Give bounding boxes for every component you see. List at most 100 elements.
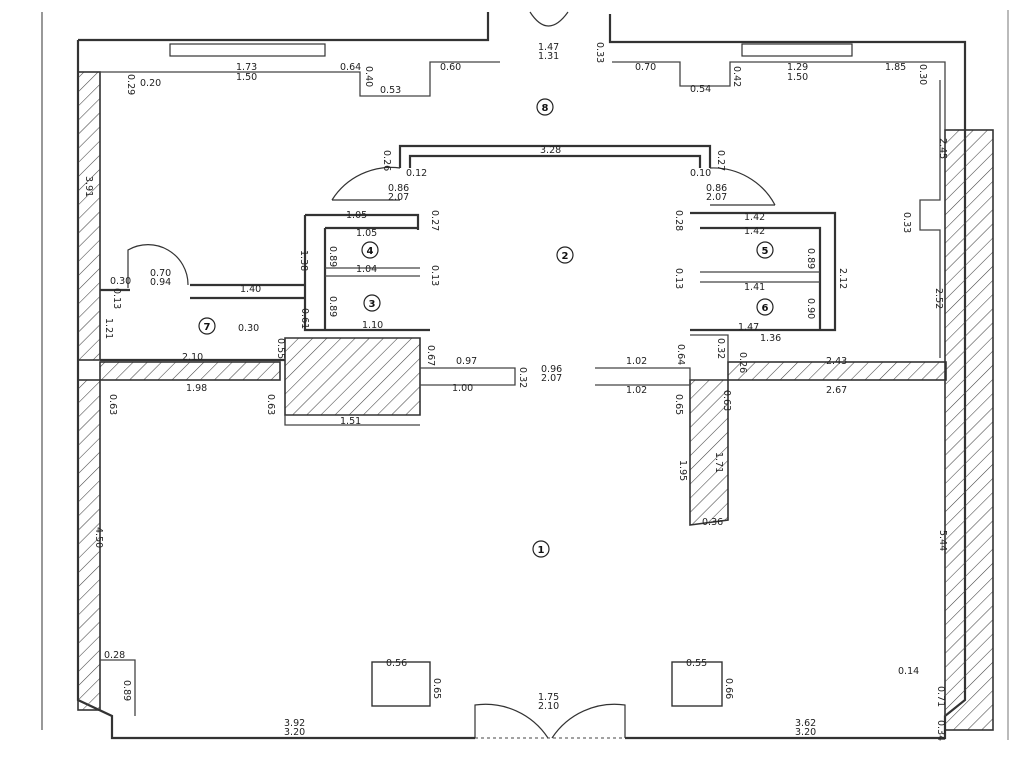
dim-label: 0.53	[380, 85, 401, 96]
dim-label: 2.45	[937, 138, 948, 159]
dim-label: 1.47	[738, 322, 759, 333]
dim-label: 0.14	[898, 666, 919, 677]
dim-label: 4.50	[93, 527, 104, 548]
dim-label: 0.34	[935, 720, 946, 741]
dim-label: 0.90	[805, 298, 816, 319]
column-bottom-right	[671, 661, 723, 707]
dim-label: 1.02	[626, 356, 647, 367]
dim-label: 1.51	[340, 416, 361, 427]
closet-left-outline	[303, 213, 430, 332]
dim-label: 1.73	[236, 62, 257, 73]
room7-walls	[100, 283, 305, 362]
dimension-labels: 1.73 1.50 0.29 0.20 0.64 0.40 0.53 0.60 …	[83, 42, 948, 741]
dim-label: 1.50	[236, 72, 257, 83]
dim-label: 0.60	[440, 62, 461, 73]
dim-label: 3.28	[540, 145, 561, 156]
svg-text:5: 5	[762, 246, 769, 257]
dim-label: 1.00	[452, 383, 473, 394]
window-top-right	[741, 43, 853, 57]
room1-left-wall	[99, 420, 136, 716]
dim-label: 0.54	[690, 84, 711, 95]
hatched-block-center-right	[689, 379, 729, 526]
dim-label: 1.29	[787, 62, 808, 73]
dim-label: 2.43	[826, 356, 847, 367]
hatched-block-center-left	[284, 337, 421, 416]
dim-label: 0.56	[386, 658, 407, 669]
dim-label: 1.02	[626, 385, 647, 396]
dim-label: 0.70	[150, 268, 171, 279]
dim-label: 0.33	[594, 42, 605, 63]
dim-label: 2.67	[826, 385, 847, 396]
dim-label: 0.86	[706, 183, 727, 194]
dim-label: 0.32	[517, 367, 528, 388]
dim-label: 0.55	[275, 338, 286, 359]
dim-label: 0.71	[935, 686, 946, 707]
dim-label: 0.64	[675, 344, 686, 365]
entrance-door-left	[474, 703, 549, 739]
dim-label: 3.62	[795, 718, 816, 729]
dim-label: 0.65	[431, 678, 442, 699]
dim-label: 0.27	[715, 150, 726, 171]
dim-label: 5.44	[937, 530, 948, 551]
svg-text:3: 3	[369, 299, 376, 310]
dim-label: 0.30	[238, 323, 259, 334]
dim-label: 0.20	[140, 78, 161, 89]
dim-label: 0.26	[737, 352, 748, 373]
dim-label: 1.31	[538, 51, 559, 62]
room-label-6: 6	[756, 298, 774, 316]
dim-label: 1.41	[744, 282, 765, 293]
dim-label: 2.12	[837, 268, 848, 289]
room7-door-arc	[127, 244, 189, 288]
dim-label: 0.40	[363, 66, 374, 87]
svg-text:6: 6	[762, 303, 769, 314]
dim-label: 0.89	[805, 248, 816, 269]
svg-text:2: 2	[562, 251, 569, 262]
dim-label: 1.40	[240, 284, 261, 295]
room-label-4: 4	[361, 241, 379, 259]
dim-label: 0.42	[731, 66, 742, 87]
dim-label: 0.10	[690, 168, 711, 179]
dim-label: 0.65	[673, 394, 684, 415]
dim-label: 2.52	[933, 288, 944, 309]
dim-label: 3.20	[284, 727, 305, 738]
svg-text:7: 7	[204, 322, 211, 333]
svg-text:4: 4	[367, 246, 374, 257]
dim-label: 0.66	[723, 678, 734, 699]
dim-label: 1.95	[677, 460, 688, 481]
middle-left-walls	[284, 367, 516, 426]
window-top-left	[169, 43, 326, 57]
dim-label: 0.13	[111, 288, 122, 309]
dim-label: 0.13	[673, 268, 684, 289]
room-label-2: 2	[556, 246, 574, 264]
hatched-wall-middle-right	[727, 361, 947, 381]
hatched-wall-left-upper	[77, 71, 101, 361]
dim-label: 0.64	[340, 62, 361, 73]
dim-label: 0.32	[715, 338, 726, 359]
dim-label: 0.13	[429, 265, 440, 286]
dim-label: 1.21	[103, 318, 114, 339]
dim-label: 0.94	[150, 277, 171, 288]
dim-label: 2.07	[388, 192, 409, 203]
dim-label: 2.10	[182, 352, 203, 363]
dim-label: 0.89	[327, 246, 338, 267]
dim-label: 1.05	[346, 210, 367, 221]
dim-label: 0.36	[702, 517, 723, 528]
closet-right-shelves	[700, 271, 820, 283]
dim-label: 0.96	[541, 364, 562, 375]
svg-text:1: 1	[538, 545, 545, 556]
dim-label: 1.38	[298, 250, 309, 271]
room-label-8: 8	[536, 98, 554, 116]
dim-label: 0.29	[125, 74, 136, 95]
room-label-3: 3	[363, 294, 381, 312]
closet-right-outline	[690, 211, 837, 332]
room-label-7: 7	[198, 317, 216, 335]
room8-right-wall	[919, 80, 941, 358]
dim-label: 3.92	[284, 718, 305, 729]
dim-label: 1.98	[186, 383, 207, 394]
dim-label: 2.07	[541, 373, 562, 384]
room-label-5: 5	[756, 241, 774, 259]
dim-label: 0.26	[381, 150, 392, 171]
dim-label: 0.89	[327, 296, 338, 317]
dim-label: 2.07	[706, 192, 727, 203]
